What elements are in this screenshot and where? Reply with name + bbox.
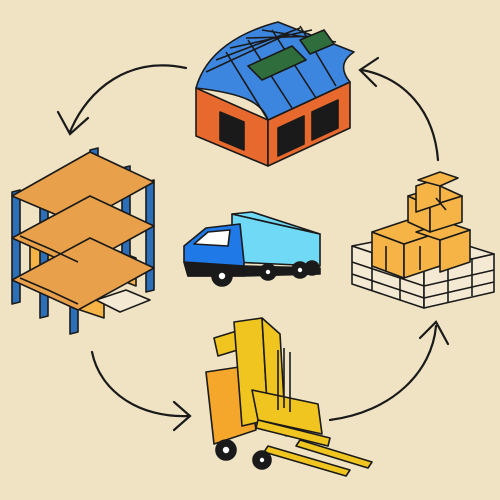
arrow-boxes-to-warehouse (358, 56, 440, 162)
storage-racks-icon (11, 147, 155, 335)
boxes-on-pallet-icon (351, 171, 495, 309)
truck-icon (183, 211, 321, 287)
arrow-forklift-to-boxes (328, 320, 450, 422)
cycle-arrows (56, 56, 450, 432)
warehouse-icon (195, 21, 355, 167)
arrow-racks-to-forklift (90, 350, 192, 432)
forklift-icon (205, 317, 373, 477)
arrow-warehouse-to-racks (56, 64, 188, 136)
